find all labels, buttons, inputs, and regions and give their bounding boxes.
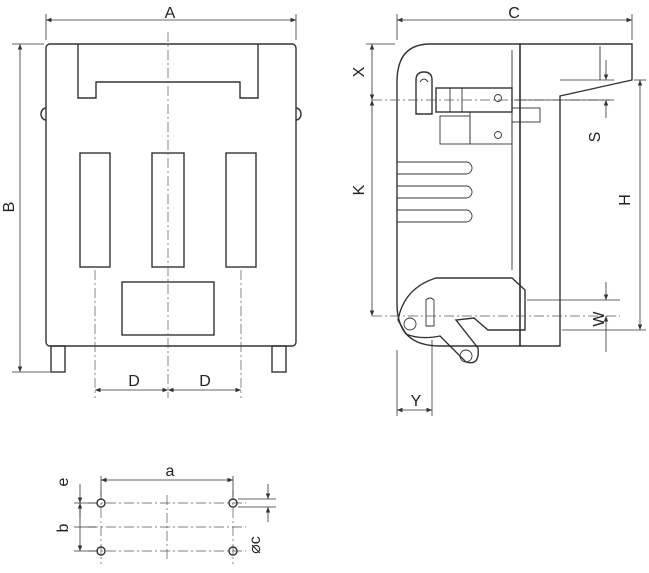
front-view: A B D D <box>1 5 302 398</box>
dim-b-small-label: b <box>55 523 72 532</box>
front-slot-left <box>79 152 111 268</box>
dim-x-label: X <box>351 66 368 77</box>
hole-bottom-right <box>228 546 238 556</box>
dim-k-label: K <box>351 184 368 195</box>
dim-a-small-label: a <box>166 463 175 480</box>
front-right-tab <box>295 107 302 121</box>
dim-h-label: H <box>617 194 634 206</box>
hole-top-right <box>228 498 238 508</box>
side-view: C X K S H W Y <box>351 5 646 416</box>
dim-w-label: W <box>591 311 608 327</box>
front-foot-right <box>271 345 287 373</box>
dim-d-right-label: D <box>199 373 211 390</box>
front-left-tab <box>40 107 47 121</box>
front-body <box>45 43 297 347</box>
side-vent-2 <box>397 185 473 199</box>
dim-a-label: A <box>165 5 176 22</box>
dim-y-label: Y <box>411 393 422 410</box>
hole-top-left <box>96 498 106 508</box>
side-body <box>396 43 521 347</box>
side-bottom-latch <box>397 277 526 364</box>
side-top-clip <box>415 71 433 115</box>
dim-e-label: e <box>55 477 72 486</box>
dim-c-small-label: ⌀c <box>247 536 264 554</box>
side-cover <box>519 43 633 347</box>
side-vent-1 <box>397 161 473 175</box>
dim-c-label: C <box>508 5 520 22</box>
hole-bottom-left <box>96 546 106 556</box>
hole-pattern: a e b ⌀c <box>55 463 276 564</box>
side-vent-3 <box>397 209 473 223</box>
front-slot-right <box>225 152 257 268</box>
dim-s-label: S <box>587 132 604 143</box>
front-foot-left <box>50 345 66 373</box>
dim-b-label: B <box>1 202 18 213</box>
dim-d-left-label: D <box>128 373 140 390</box>
